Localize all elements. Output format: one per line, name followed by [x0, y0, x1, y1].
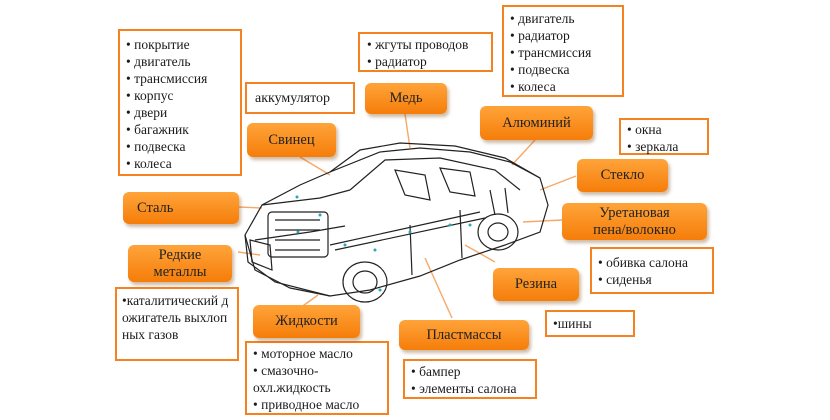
list-item: • колеса [510, 79, 556, 94]
label-rare-metals: Редкие металлы [128, 245, 232, 282]
label-copper: Медь [365, 83, 447, 114]
label-aluminum: Алюминий [480, 106, 593, 140]
rare-metals-components-box: •каталитический дожигатель выхлопных газ… [115, 287, 239, 361]
urethane-components-box: • обивка салона • сиденья [590, 247, 714, 294]
list-item: • колеса [126, 156, 172, 171]
list-item: • двигатель [510, 11, 575, 26]
rubber-components-box: •шины [545, 310, 635, 337]
steel-components-box: • покрытие • двигатель • трансмиссия • к… [118, 29, 242, 176]
list-item: • моторное масло [253, 346, 353, 361]
list-item: • трансмиссия [126, 71, 208, 86]
fluids-components-box: • моторное масло • смазочно-охл.жидкость… [245, 341, 389, 415]
list-item: • обивка салона [598, 255, 689, 270]
aluminum-components-box: • двигатель • радиатор • трансмиссия • п… [502, 5, 624, 97]
list-item: • жгуты проводов [367, 37, 469, 52]
list-item: • двери [126, 105, 168, 120]
list-item: • двигатель [126, 54, 191, 69]
label-glass: Стекло [577, 159, 668, 192]
glass-components-box: • окна • зеркала [619, 118, 709, 155]
list-item: • покрытие [126, 37, 190, 52]
label-lead: Свинец [247, 123, 336, 157]
list-item: • зеркала [627, 139, 679, 154]
label-rubber: Резина [493, 268, 579, 301]
label-urethane: Уретановая пена/волокно [562, 203, 707, 240]
list-item: •шины [553, 316, 592, 331]
list-item: • корпус [126, 88, 174, 103]
label-plastics: Пластмассы [399, 320, 529, 350]
car-highlights [295, 195, 472, 292]
list-item: аккумулятор [255, 91, 331, 106]
list-item: • трансмиссия [510, 45, 592, 60]
list-item: • подвеска [510, 62, 570, 77]
list-item: • смазочно-охл.жидкость [253, 363, 331, 395]
list-item: • багажник [126, 122, 189, 137]
list-item: • радиатор [510, 28, 570, 43]
list-item: • элементы салона [411, 381, 517, 396]
label-steel: Сталь [123, 192, 239, 224]
plastics-components-box: • бампер • элементы салона [403, 359, 537, 399]
label-fluids: Жидкости [253, 305, 360, 338]
list-item: • радиатор [367, 54, 427, 69]
list-item: • бампер [411, 364, 461, 379]
list-item: • приводное масло [253, 397, 360, 412]
copper-components-box: • жгуты проводов • радиатор [358, 32, 493, 72]
list-item: • сиденья [598, 272, 652, 287]
list-item: •каталитический дожигатель выхлопных газ… [122, 293, 229, 342]
car-outline [244, 142, 549, 303]
list-item: • окна [627, 122, 662, 137]
list-item: • подвеска [126, 139, 186, 154]
lead-components-box: аккумулятор [245, 82, 355, 114]
